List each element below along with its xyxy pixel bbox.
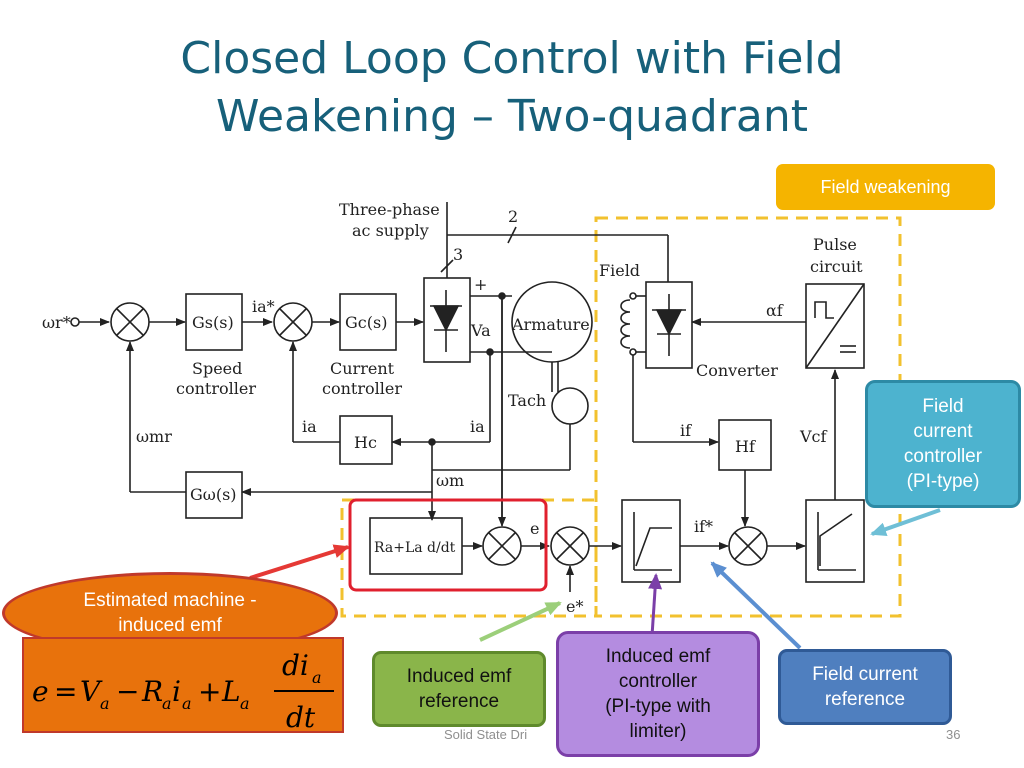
emf-reference-callout: Induced emf reference	[372, 651, 546, 727]
if-label: if	[680, 421, 692, 440]
gs-label: Gs(s)	[192, 313, 234, 332]
page-number: 36	[946, 727, 961, 742]
hf-label: Hf	[735, 437, 756, 456]
omega-mr-label: ωmr	[136, 427, 172, 446]
emf-ctrl-line-3: (PI-type with	[605, 696, 711, 717]
svg-text:a: a	[162, 694, 172, 713]
fcc-line-3: controller	[903, 446, 983, 467]
svg-text:dt: dt	[286, 701, 316, 734]
ia-right-label: ia	[470, 417, 485, 436]
ia-left-label: ia	[302, 417, 317, 436]
slide-title: Closed Loop Control with Field Weakening…	[0, 30, 1024, 146]
gw-label: Gω(s)	[190, 485, 237, 504]
svg-text:a: a	[312, 668, 322, 687]
fcc-line-4: (PI-type)	[906, 471, 980, 492]
speed-controller-1: Speed	[192, 359, 242, 378]
alpha-f-label: αf	[766, 301, 784, 320]
wire-count-2: 2	[508, 207, 518, 226]
svg-text:+: +	[198, 675, 221, 708]
svg-text:a: a	[182, 694, 192, 713]
emf-ctrl-line-4: limiter)	[629, 721, 687, 742]
footer-text: Solid State Dri	[444, 727, 528, 742]
emf-ref-line-1: Induced emf	[406, 666, 512, 687]
field-weakening-callout: Field weakening	[776, 164, 995, 210]
fcc-line-2: current	[913, 421, 973, 442]
tachometer	[551, 387, 589, 425]
pulse-circuit-1: Pulse	[813, 235, 857, 254]
armature-converter	[423, 277, 471, 363]
field-current-reference-callout: Field current reference	[778, 649, 952, 725]
svg-text:di: di	[282, 649, 309, 682]
emf-ctrl-line-1: Induced emf	[605, 646, 711, 667]
emf-ctrl-line-2: controller	[618, 671, 698, 692]
arrow-field-controller	[870, 508, 941, 536]
field-weakening-region	[594, 216, 902, 618]
ia-star-label: ia*	[252, 297, 275, 316]
fcr-line-2: reference	[824, 689, 906, 710]
arrow-field-current-ref	[710, 561, 802, 650]
gw-block	[185, 471, 243, 519]
field-current-controller-callout: Field current controller (PI-type)	[865, 380, 1021, 508]
est-emf-line-2: induced emf	[118, 615, 222, 636]
pulse-circuit-2: circuit	[810, 257, 863, 276]
fcr-line-1: Field current	[812, 664, 918, 685]
field-converter	[645, 281, 693, 369]
omega-m-label: ωm	[436, 471, 464, 490]
ra-la-label: Ra+La d/dt	[374, 540, 456, 556]
current-controller-1: Current	[330, 359, 395, 378]
svg-text:a: a	[240, 694, 250, 713]
title-line-2: Weakening – Two-quadrant	[216, 91, 808, 142]
hc-label: Hc	[354, 433, 377, 452]
tach-label: Tach	[508, 391, 546, 410]
arrow-estimated-emf	[249, 544, 350, 580]
svg-text:L: L	[221, 675, 241, 708]
e-label: e	[530, 519, 539, 538]
current-controller-2: controller	[322, 379, 402, 398]
if-star-label: if*	[694, 517, 713, 536]
emf-equation: e = V a − R a i a + L a di a dt	[32, 649, 334, 734]
va-label: Va	[470, 321, 491, 340]
fcc-line-1: Field	[922, 396, 964, 417]
plus-label: +	[474, 275, 487, 294]
svg-text:e: e	[32, 675, 49, 708]
svg-text:V: V	[80, 675, 103, 708]
svg-text:−: −	[116, 675, 139, 708]
arrow-emf-controller	[648, 573, 663, 637]
est-emf-line-1: Estimated machine -	[83, 590, 257, 611]
emf-ref-line-2: reference	[418, 691, 500, 712]
emf-equation-box: e = V a − R a i a + L a di a dt	[22, 637, 344, 734]
vcf-label: Vcf	[799, 427, 828, 446]
pulse-circuit	[805, 283, 865, 369]
supply-label-2: ac supply	[352, 221, 429, 240]
svg-text:=: =	[54, 675, 77, 708]
field-weakening-text: Field weakening	[820, 176, 951, 197]
hc-block	[339, 415, 393, 465]
svg-text:R: R	[141, 675, 163, 708]
gc-label: Gc(s)	[345, 313, 387, 332]
arrow-emf-reference	[479, 601, 562, 642]
wire-count-3: 3	[453, 245, 463, 264]
title-line-1: Closed Loop Control with Field	[180, 33, 844, 84]
svg-text:a: a	[100, 694, 110, 713]
emf-controller-callout: Induced emf controller (PI-type with lim…	[556, 631, 760, 757]
svg-text:i: i	[172, 675, 181, 708]
field-label: Field	[599, 261, 640, 280]
estimated-emf-highlight	[348, 498, 548, 592]
armature-label: Armature	[511, 315, 590, 334]
speed-controller-2: controller	[176, 379, 256, 398]
e-star-label: e*	[566, 597, 583, 616]
supply-label-1: Three-phase	[339, 200, 440, 219]
speed-ref-label: ωr*	[42, 313, 71, 332]
converter-label: Converter	[696, 361, 778, 380]
